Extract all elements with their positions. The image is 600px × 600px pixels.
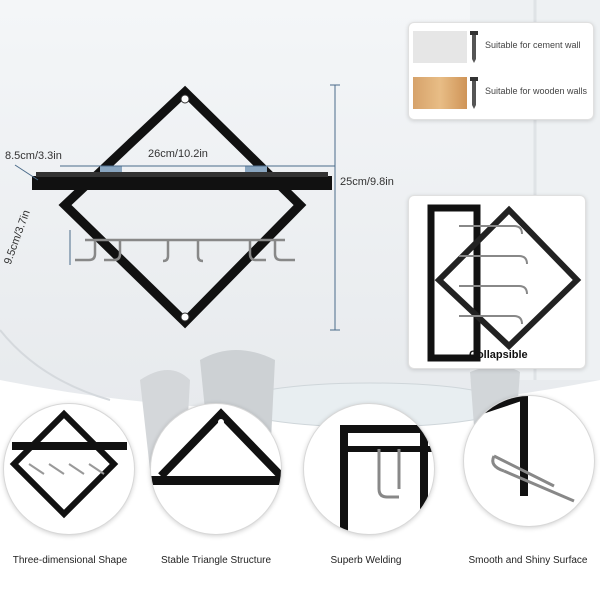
mount-option-cement: Suitable for cement wall — [409, 27, 599, 67]
mount-option-wood: Suitable for wooden walls — [409, 73, 599, 113]
caption-stable-triangle: Stable Triangle Structure — [160, 555, 272, 566]
shelf-board — [32, 166, 332, 190]
wooden-wall-label: Suitable for wooden walls — [485, 86, 588, 96]
caption-superb-welding: Superb Welding — [330, 555, 402, 566]
stable-triangle-image — [151, 408, 281, 485]
smooth-surface-image — [464, 396, 575, 503]
feature-circle-welding — [303, 403, 435, 535]
diamond-frame — [58, 85, 307, 329]
cement-wall-label: Suitable for cement wall — [485, 40, 581, 50]
collapsible-panel: Collapsible — [408, 195, 586, 369]
dimension-lines — [14, 84, 340, 331]
feature-circle-triangle — [150, 403, 282, 535]
three-dimensional-shape-image — [9, 409, 127, 519]
height-dimension: 25cm/9.8in — [340, 176, 394, 188]
screw-icon — [470, 77, 478, 109]
mount-hole-bottom — [180, 312, 190, 322]
screw-icon — [470, 31, 478, 63]
caption-smooth-surface: Smooth and Shiny Surface — [468, 555, 588, 566]
folded-shelf-image — [427, 204, 582, 362]
feature-circle-surface — [463, 395, 595, 527]
wooden-wall-swatch — [413, 77, 467, 109]
feature-circle-3d-shape — [3, 403, 135, 535]
caption-three-dimensional: Three-dimensional Shape — [12, 555, 128, 566]
hook-rail — [75, 238, 295, 263]
collapsible-label: Collapsible — [469, 349, 528, 361]
cement-wall-swatch — [413, 31, 467, 63]
mount-hole-top — [180, 94, 190, 104]
mounting-panel: Suitable for cement wall Suitable for wo… — [408, 22, 594, 120]
width-dimension: 26cm/10.2in — [148, 148, 208, 160]
depth-dimension: 8.5cm/3.3in — [5, 150, 62, 162]
superb-welding-image — [340, 425, 434, 534]
